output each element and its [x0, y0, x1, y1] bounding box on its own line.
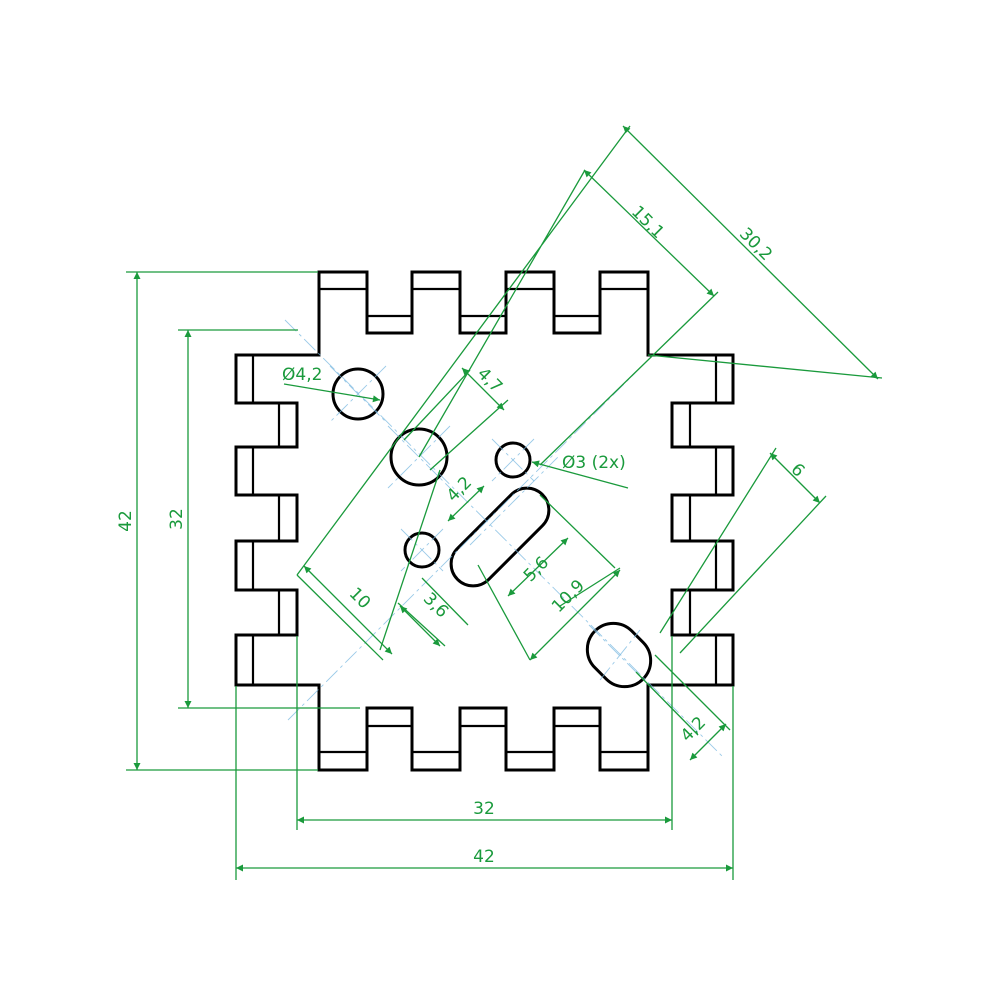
- dim-overall-height: 42: [116, 510, 136, 532]
- dim-diag-4-7: 4,7: [473, 364, 506, 397]
- dim-diag-10-9: 10,9: [548, 576, 589, 617]
- dim-diag-3-6: 3,6: [419, 589, 452, 622]
- dim-inner-width: 32: [473, 799, 495, 819]
- hole-large-a: [331, 367, 385, 421]
- dim-diag-10: 10: [345, 584, 374, 613]
- hole-small-a: [494, 441, 532, 479]
- dim-inner-height: 32: [167, 508, 187, 530]
- fin-lines-bottom: [319, 724, 648, 754]
- hole-large-b: [389, 427, 449, 487]
- dim-diag-30-2: 30,2: [735, 224, 776, 265]
- hole-small-b: [403, 531, 441, 569]
- dimension-labels: 42 32 42 32 30,2 15,1 6 4,2 4,7 4,2 10 3…: [116, 202, 808, 867]
- dim-overall-width: 42: [473, 847, 495, 867]
- dim-diag-15-1: 15,1: [627, 202, 668, 243]
- dim-diag-4-2-mid: 4,2: [443, 473, 476, 506]
- dim-diag-6: 6: [787, 460, 809, 482]
- dimension-lines: [126, 125, 883, 880]
- hole-large-callout: Ø4,2: [282, 365, 322, 385]
- center-lines: [284, 319, 725, 759]
- fin-lines-left: [251, 355, 281, 685]
- hole-small-callout: Ø3 (2x): [562, 453, 626, 473]
